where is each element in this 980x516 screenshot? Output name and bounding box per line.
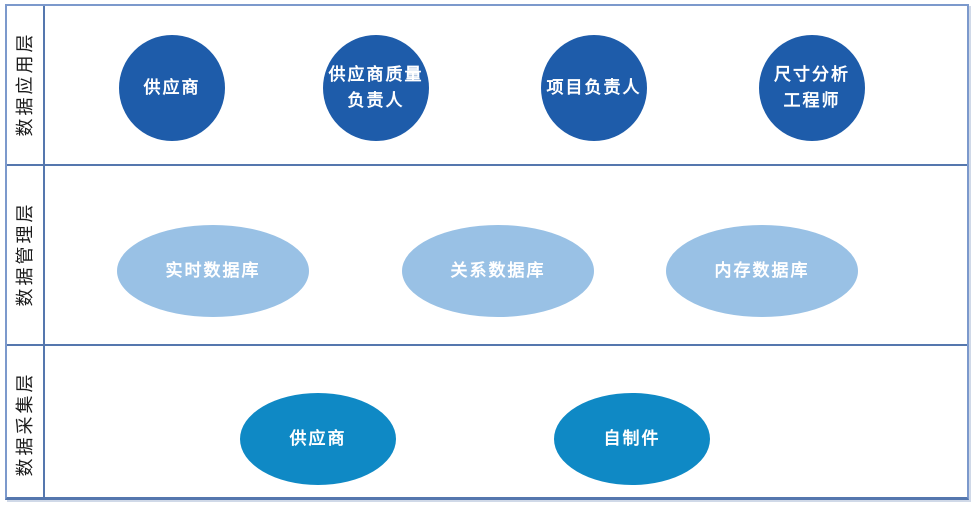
node-self-made-parts: 自制件 <box>554 393 710 485</box>
node-realtime-database: 实时数据库 <box>117 225 309 317</box>
node-project-manager: 项目负责人 <box>541 35 647 141</box>
label-column-divider <box>43 6 45 497</box>
layer-label-collection: 数据采集层 <box>15 371 35 477</box>
layer-label-management: 数据管理层 <box>15 201 35 307</box>
layer-label-application: 数据应用层 <box>15 31 35 137</box>
node-supplier: 供应商 <box>119 35 225 141</box>
row-divider-2 <box>7 344 967 346</box>
node-relational-database: 关系数据库 <box>402 225 594 317</box>
node-inmemory-database: 内存数据库 <box>666 225 858 317</box>
node-supplier-source: 供应商 <box>240 393 396 485</box>
node-dimension-analysis-engineer: 尺寸分析 工程师 <box>759 35 865 141</box>
row-divider-1 <box>7 164 967 166</box>
node-supplier-quality-manager: 供应商质量 负责人 <box>323 35 429 141</box>
